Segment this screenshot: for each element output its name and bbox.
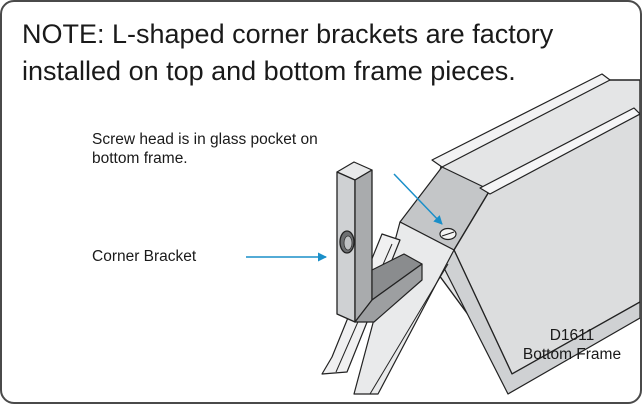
frame-front-lip: [479, 107, 640, 195]
frame-leg-edge-2: [369, 263, 449, 395]
frame-upper-lip: [431, 73, 611, 168]
bracket-foot-front: [354, 263, 423, 323]
note-text: NOTE: L-shaped corner brackets are facto…: [22, 16, 632, 90]
corner-bracket-label: Corner Bracket: [92, 248, 197, 265]
screw-callout-arrow: [393, 173, 443, 225]
bracket-hole-inner: [343, 235, 353, 251]
screw-head-label: Screw head is in glass pocket on bottom …: [92, 130, 422, 168]
part-number: D1611: [549, 327, 595, 344]
screw-label-line-2: bottom frame.: [92, 150, 188, 167]
part-name: Bottom Frame: [522, 346, 622, 363]
note-line-1: NOTE: L-shaped corner brackets are facto…: [22, 19, 554, 49]
note-line-2: installed on top and bottom frame pieces…: [22, 56, 516, 86]
bottom-frame-label: D1611 Bottom Frame: [507, 326, 637, 364]
screw-label-line-1: Screw head is in glass pocket on: [92, 131, 318, 148]
frame-leg-outer: [353, 221, 455, 395]
bracket-side-face: [354, 169, 373, 323]
screw-slot: [441, 231, 455, 237]
